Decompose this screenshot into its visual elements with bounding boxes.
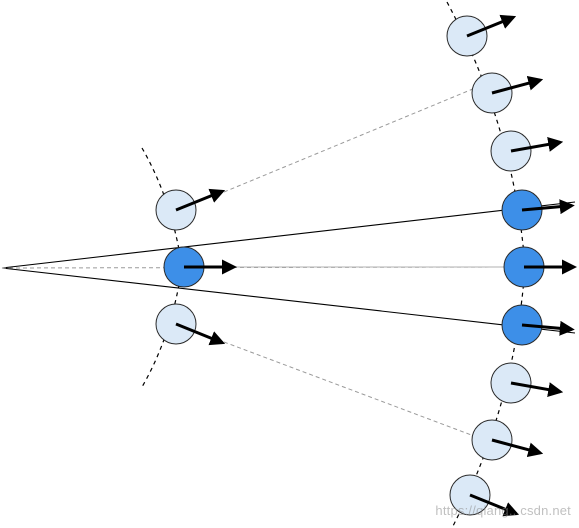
direction-arrow	[521, 320, 575, 336]
particle-far-4	[501, 189, 575, 231]
direction-arrow	[175, 188, 226, 212]
particle-far-8	[471, 419, 544, 461]
particle-near-center	[163, 246, 237, 288]
particle-far-2	[471, 72, 544, 114]
particle-far-5	[503, 246, 577, 288]
ray-layer	[1, 85, 576, 437]
direction-arrow	[521, 199, 575, 215]
ray-dashed-upper	[223, 85, 481, 193]
particle-far-6	[501, 304, 575, 346]
direction-arrow	[469, 493, 520, 517]
particle-layer	[155, 14, 577, 517]
ray-solid-lower	[1, 267, 576, 334]
watermark-text: https://qiang...csdn.net	[435, 503, 571, 518]
direction-arrow	[175, 322, 226, 346]
ray-solid-upper	[1, 201, 576, 269]
direction-arrow	[510, 381, 564, 397]
particle-far-9	[449, 474, 520, 517]
ray-dashed-lower	[223, 341, 475, 437]
direction-arrow	[466, 14, 517, 38]
direction-arrow	[510, 137, 564, 153]
near-wavefront-arc	[141, 147, 183, 388]
particle-far-1	[446, 14, 517, 57]
particle-near-lower	[155, 303, 226, 346]
direction-arrow	[491, 75, 544, 95]
direction-arrow	[491, 438, 544, 458]
particle-far-7	[490, 362, 564, 404]
particle-near-upper	[155, 188, 226, 231]
particle-far-3	[490, 130, 564, 172]
